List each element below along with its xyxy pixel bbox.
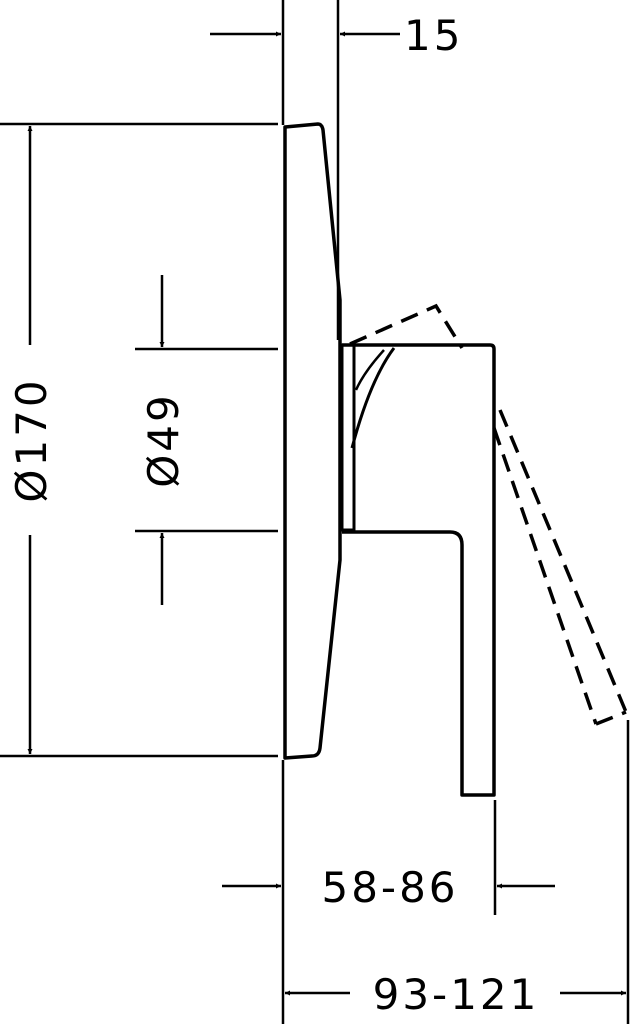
lever-hub-curve-inner bbox=[354, 349, 385, 391]
wall-plate bbox=[283, 122, 342, 760]
dimension-label-lever-depth: 58-86 bbox=[321, 863, 458, 912]
dimension-label-outer-diameter: Ø170 bbox=[7, 377, 56, 502]
spindle-housing bbox=[340, 343, 356, 532]
lever-dashed bbox=[349, 303, 628, 726]
dimension-label-total-depth: 93-121 bbox=[373, 970, 540, 1019]
lever-dashed-top bbox=[349, 303, 464, 349]
lever-dashed-tip bbox=[595, 710, 627, 726]
lever-solid bbox=[342, 343, 496, 797]
dimension-label-inner-diameter: Ø49 bbox=[139, 392, 188, 488]
lever-hub-curve bbox=[350, 347, 396, 449]
dimension-label-top-width: 15 bbox=[404, 11, 463, 60]
lever-dashed-left bbox=[492, 427, 598, 725]
lever-dashed-right bbox=[498, 409, 628, 713]
